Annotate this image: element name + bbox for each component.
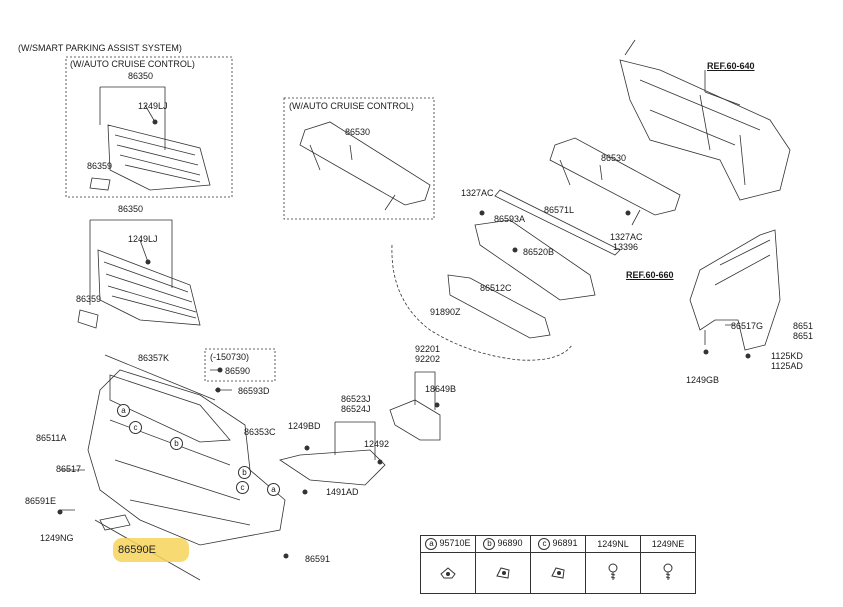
ref-60-660[interactable]: REF.60-660 [626, 270, 674, 280]
part-86590e[interactable]: 86590E [118, 544, 156, 556]
marker-a: a [267, 483, 280, 496]
bumper-cover [87, 369, 286, 546]
part-86353c[interactable]: 86353C [244, 427, 276, 437]
grille-upper [107, 124, 211, 191]
part-86357k[interactable]: 86357K [138, 353, 170, 363]
part-86523j[interactable]: 86523J [341, 394, 371, 404]
part-1249ng[interactable]: 1249NG [40, 533, 74, 543]
fog-lamp-92201 [389, 399, 441, 441]
part-1249lj-middle[interactable]: 1249LJ [128, 234, 158, 244]
part-8651-a[interactable]: 8651 [793, 321, 814, 331]
part-13396[interactable]: 13396 [613, 242, 639, 252]
part-1249bd[interactable]: 1249BD [288, 421, 321, 431]
highlight-86590e [113, 538, 189, 562]
marker-b: b [238, 466, 251, 479]
part-86511a[interactable]: 86511A [36, 433, 67, 443]
legend-circle: b [483, 538, 496, 550]
marker-b: b [170, 437, 183, 450]
strip-86357k [104, 354, 216, 401]
part-86520b[interactable]: 86520B [523, 247, 555, 257]
ref-60-640[interactable]: REF.60-640 [707, 61, 755, 71]
emblem-middle [77, 309, 99, 329]
beam-lower [549, 137, 681, 216]
part-12492[interactable]: 12492 [364, 439, 390, 449]
grille-lower-86512c [447, 274, 551, 339]
part-86359-upper[interactable]: 86359 [87, 161, 113, 171]
fog-bezel-86523j [279, 449, 386, 486]
part-1249gb[interactable]: 1249GB [686, 375, 720, 385]
wiring-harness [391, 244, 573, 361]
emblem-upper [89, 177, 111, 191]
part-18649b[interactable]: 18649B [425, 384, 457, 394]
screw-icon [640, 552, 696, 594]
auto-cruise-box-2 [283, 97, 435, 220]
absorber-86520b [474, 219, 596, 301]
part-86512c[interactable]: 86512C [480, 283, 512, 293]
legend-circle: a [425, 538, 438, 550]
reinforcement-86353c [109, 374, 231, 443]
part-86591e[interactable]: 86591E [25, 496, 57, 506]
part-86524j[interactable]: 86524J [341, 404, 371, 414]
range-note-box [204, 348, 276, 382]
radiator-support [619, 59, 791, 201]
auto-cruise-header-1: (W/AUTO CRUISE CONTROL) [70, 59, 195, 69]
fender [689, 229, 781, 351]
marker-c: c [236, 481, 249, 494]
part-1249lj-upper[interactable]: 1249LJ [138, 101, 168, 111]
range-note: (-150730) [210, 352, 250, 362]
legend-header-1249ne[interactable]: 1249NE [640, 535, 696, 553]
part-86359-middle[interactable]: 86359 [76, 294, 102, 304]
grille-middle [97, 249, 201, 326]
part-91890z[interactable]: 91890Z [430, 307, 461, 317]
part-92202[interactable]: 92202 [415, 354, 441, 364]
auto-cruise-header-2: (W/AUTO CRUISE CONTROL) [289, 101, 414, 111]
part-1491ad[interactable]: 1491AD [326, 487, 359, 497]
part-1125ad[interactable]: 1125AD [771, 361, 803, 371]
strip-86571l [494, 189, 621, 256]
part-86591[interactable]: 86591 [305, 554, 331, 564]
part-86593d[interactable]: 86593D [238, 386, 270, 396]
legend-circle: c [538, 538, 551, 550]
part-8651-b[interactable]: 8651 [793, 331, 814, 341]
part-86571l[interactable]: 86571L [544, 205, 575, 215]
part-86350-upper[interactable]: 86350 [128, 71, 154, 81]
marker-a: a [117, 404, 130, 417]
part-1327ac-right[interactable]: 1327AC [610, 232, 643, 242]
part-86593a[interactable]: 86593A [494, 214, 526, 224]
part-86517[interactable]: 86517 [56, 464, 82, 474]
auto-cruise-box-1 [65, 56, 233, 198]
part-92201[interactable]: 92201 [415, 344, 441, 354]
screw-icon [585, 552, 641, 594]
part-1125kd[interactable]: 1125KD [771, 351, 803, 361]
beam-upper [299, 121, 431, 206]
part-86530-box[interactable]: 86530 [345, 127, 371, 137]
smart-parking-header: (W/SMART PARKING ASSIST SYSTEM) [18, 43, 182, 53]
part-86590[interactable]: 86590 [225, 366, 251, 376]
part-86517g[interactable]: 86517G [731, 321, 764, 331]
legend-header-1249nl[interactable]: 1249NL [585, 535, 641, 553]
part-86350-middle[interactable]: 86350 [118, 204, 144, 214]
clip-icon [420, 552, 476, 594]
clip-icon [530, 552, 586, 594]
part-86530[interactable]: 86530 [601, 153, 627, 163]
part-1327ac-left[interactable]: 1327AC [461, 188, 494, 198]
marker-c: c [129, 421, 142, 434]
clip-icon [475, 552, 531, 594]
